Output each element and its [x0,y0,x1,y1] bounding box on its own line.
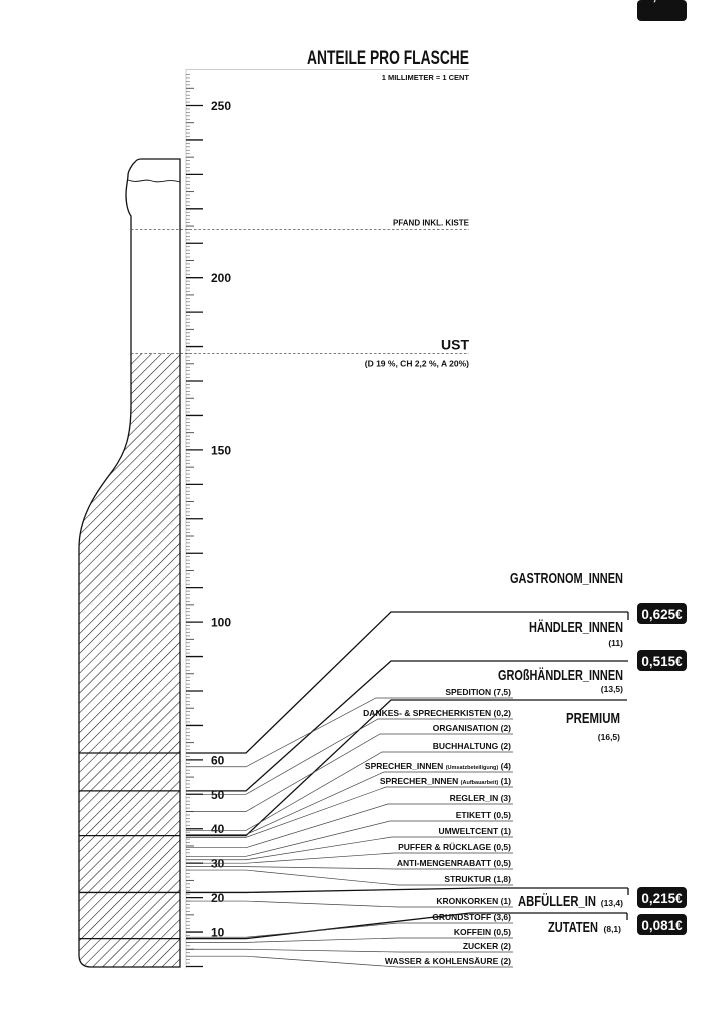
item-connector [186,820,513,857]
item-label-small: (Aufbauarbeit) [461,780,499,786]
item-label: REGLER_IN (3) [450,793,512,803]
scale-tick-label: 150 [211,443,231,457]
scale-tick-label: 60 [211,753,225,767]
item-connector [186,900,513,908]
scale-tick-label: 30 [211,857,225,871]
item-connector [186,697,513,768]
chart-title: ANTEILE PRO FLASCHE [307,48,469,69]
price-badge [637,887,687,908]
price-value: 0,215€ [641,891,683,906]
group-connector [186,887,628,894]
item-connector [186,869,513,886]
item-connector [186,955,513,968]
scale-ruler: 10 20 30 40 50 60 100 150 200 250 [185,69,231,969]
item-connector [186,733,513,812]
group-connector [186,660,628,792]
scale-tick-label: 20 [211,891,225,905]
item-label-tail: (4) [498,761,511,771]
scale-tick-label: 250 [211,99,231,113]
group-connector [186,912,627,940]
item-label: PUFFER & RÜCKLAGE (0,5) [398,842,511,852]
item-label: STRUKTUR (1,8) [444,874,511,884]
group-sublabel: (13,4) [601,898,623,908]
group-label: GASTRONOM_INNEN [510,571,623,587]
group-label: HÄNDLER_INNEN [529,619,623,636]
item-label: ANTI-MENGENRABATT (0,5) [397,858,511,868]
item-label: ZUCKER (2) [463,941,511,951]
fill-hatch [79,353,180,967]
item-label-main: SPRECHER_INNEN [380,776,461,786]
item-connector [186,771,513,835]
item-label: ETIKETT (0,5) [456,810,511,820]
reference-lines: PFAND INKL. KISTE UST (D 19 %, CH 2,2 %, A… [131,218,470,368]
group-label: ZUTATEN [548,919,598,936]
item-label: ORGANISATION (2) [433,723,511,733]
item-connector [186,803,513,849]
price-badge [637,914,687,935]
item-label: DANKES- & SPRECHERKISTEN (0,2) [363,708,511,718]
price-value: 0,081€ [641,918,683,933]
scale-tick-label: 10 [211,926,225,940]
item-connector [186,836,513,861]
item-label: BUCHHALTUNG (2) [433,741,511,751]
scale-tick-label: 200 [211,271,231,285]
reference-label: PFAND INKL. KISTE [393,218,470,227]
price-badge [637,0,687,21]
price-value: 0,515€ [641,654,683,669]
group-label: GROßHÄNDLER_INNEN [498,667,623,684]
item-connector [186,948,513,953]
price-value: 0,625€ [641,607,683,622]
scale-tick-label: 100 [211,616,231,630]
item-connector [186,922,513,938]
item-label-tail: (1) [498,776,511,786]
item-label: KOFFEIN (0,5) [454,927,511,937]
group-connector [186,611,628,754]
chart-subtitle: 1 MILLIMETER = 1 CENT [382,73,470,82]
price-badge [637,650,687,671]
item-label: SPRECHER_INNEN (Aufbauarbeit) (1) [380,776,511,786]
item-connector [186,852,513,864]
item-connector [186,718,513,795]
group-sublabel: (16,5) [598,732,620,742]
group-sublabel: (11) [608,638,623,648]
group-sublabel: (8,1) [604,924,622,934]
group-sublabel: (13,5) [601,684,623,694]
item-label-small: (Umsatzbeteiligung) [446,765,499,771]
item-label: GRUNDSTOFF (3,6) [432,912,511,922]
scale-tick-label: 50 [211,788,225,802]
price-value: 0,38€ [645,0,679,3]
bottle-label-wave [127,179,181,183]
reference-label: UST [441,336,469,352]
item-connector [186,866,513,870]
item-label: SPRECHER_INNEN (Umsatzbeteiligung) (4) [365,761,511,771]
item-label-main: SPRECHER_INNEN [365,761,446,771]
item-label: SPEDITION (7,5) [445,687,511,697]
scale-tick-label: 40 [211,822,225,836]
item-connector [186,786,513,838]
item-connector [186,937,513,943]
fill-level [79,353,180,967]
price-badge [637,603,687,624]
group-label: ABFÜLLER_IN [518,893,596,910]
connector-lines [186,611,629,968]
cost-labels: GASTRONOM_INNEN HÄNDLER_INNEN (11) GROßHÄND… [363,571,623,966]
item-label: WASSER & KOHLENSÄURE (2) [385,956,511,966]
reference-sublabel: (D 19 %, CH 2,2 %, A 20%) [365,358,469,368]
group-label: PREMIUM [566,710,620,727]
price-badges: 0,625€ 0,515€ 0,38€ 0,215€ 0,081€ [637,0,687,935]
item-label: UMWELTCENT (1) [438,826,511,836]
item-connector [186,751,513,831]
bottle-outline [78,158,181,968]
item-label: KRONKORKEN (1) [436,896,511,906]
group-connector [186,699,627,837]
